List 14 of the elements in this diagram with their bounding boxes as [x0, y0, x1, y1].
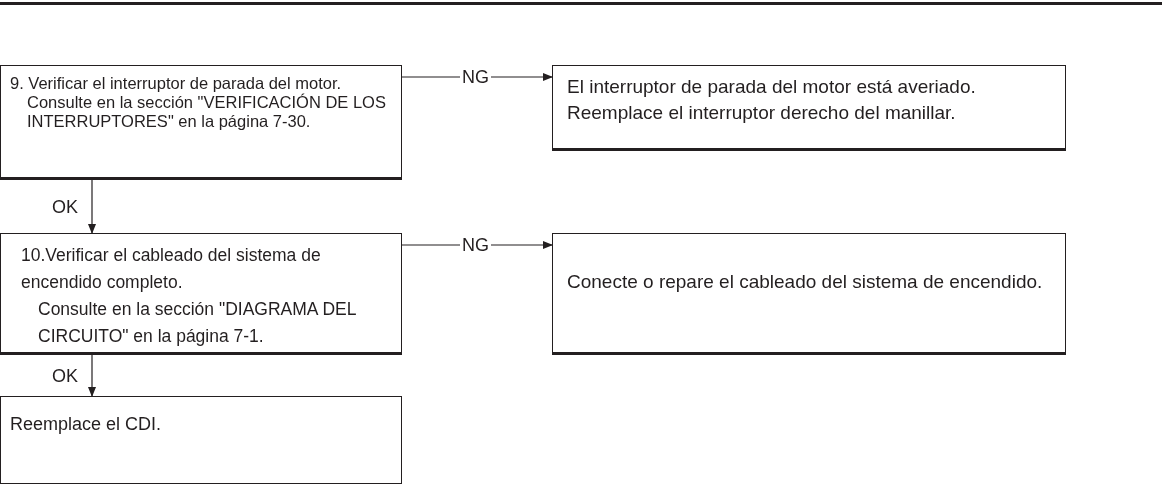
box-text: Consulte en la sección "VERIFICACIÓN DE LOS INTERRUPTORES" en la página 7-30.: [26, 93, 387, 131]
process-box: [0, 65, 402, 180]
box-text: 10.Verificar el cableado del sistema de encendido completo.: [21, 244, 322, 294]
arrow: [88, 179, 96, 234]
process-box: [0, 396, 402, 484]
box-text: Conecte o repare el cableado del sistema de encendido.: [567, 270, 1044, 294]
box-text: Consulte en la sección "DIAGRAMA DEL CIRCUITO" en la página 7-1.: [37, 298, 357, 348]
process-box: [0, 233, 402, 355]
process-box: [552, 65, 1066, 151]
arrow: [88, 354, 96, 397]
box-text: Reemplace el CDI.: [10, 413, 163, 436]
process-box: [552, 233, 1066, 355]
box-text: 9. Verificar el interruptor de parada del motor.: [10, 74, 343, 93]
box-text: El interruptor de parada del motor está averiado. Reemplace el interruptor derecho del manillar.: [567, 75, 977, 125]
